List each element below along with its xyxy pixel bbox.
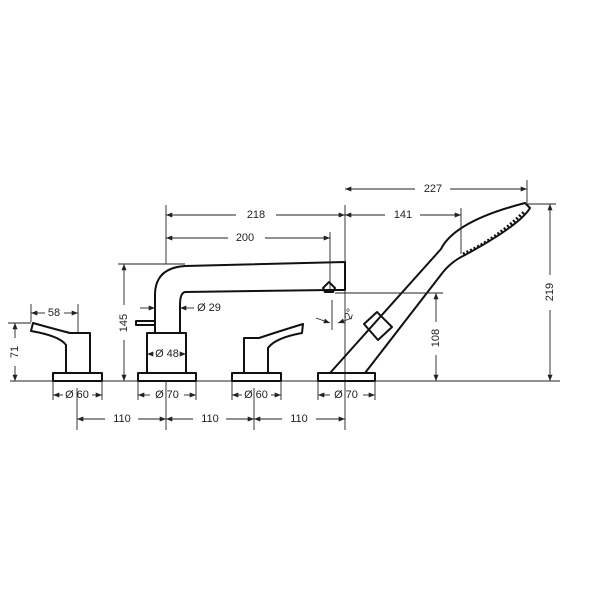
dim-spout-reach-outer: 218 — [247, 209, 265, 221]
dim-spout-base: Ø 70 — [155, 389, 179, 401]
dim-right-base: Ø 60 — [244, 389, 268, 401]
dim-spout-height: 145 — [118, 314, 130, 332]
dim-spout-pipe: Ø 29 — [197, 302, 221, 314]
dim-shower-height: 219 — [544, 283, 556, 301]
dim-shower-base: Ø 70 — [334, 389, 358, 401]
dim-shower-reach-total: 227 — [424, 183, 442, 195]
dim-spacing-3: 110 — [290, 413, 308, 425]
dim-spacing-2: 110 — [201, 413, 219, 425]
dim-lever-height: 71 — [9, 346, 21, 358]
dim-outlet-height: 108 — [430, 329, 442, 347]
dim-spout-reach-inner: 200 — [236, 232, 254, 244]
dim-spout-body: Ø 48 — [155, 348, 179, 360]
right-handle — [231, 323, 304, 382]
hand-shower — [317, 202, 531, 382]
dim-spacing-1: 110 — [113, 413, 131, 425]
dim-spout-angle: 2° — [342, 307, 357, 321]
dim-shower-reach: 141 — [394, 209, 412, 221]
bath-spout — [135, 261, 346, 382]
left-handle — [30, 322, 103, 382]
dim-lever-width: 58 — [48, 307, 60, 319]
